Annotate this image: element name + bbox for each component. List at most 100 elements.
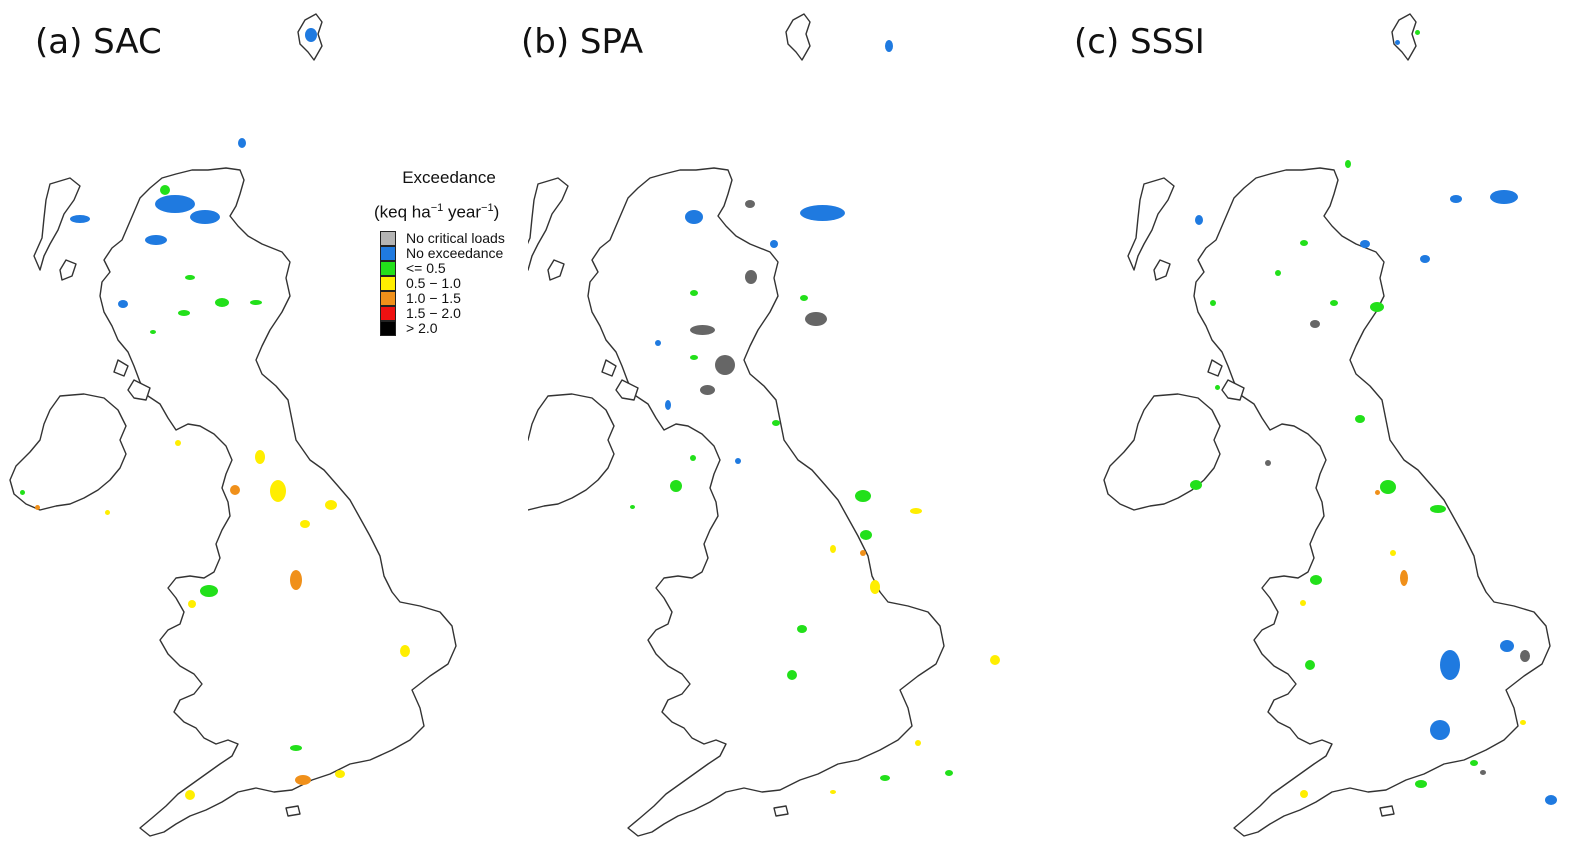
map-panel-spa: (b) SPA <box>521 0 1056 857</box>
exceedance-area <box>1345 160 1351 168</box>
legend-swatch <box>380 275 396 291</box>
legend-label: 0.5 − 1.0 <box>406 274 461 291</box>
panel-title-sac: (a) SAC <box>35 22 162 62</box>
panel-title-sssi: (c) SSSI <box>1074 22 1205 62</box>
exceedance-area <box>145 235 167 245</box>
exceedance-area <box>1195 215 1203 225</box>
exceedance-area <box>880 775 890 781</box>
legend-units: (keq ha−1 year−1) <box>374 202 500 222</box>
exceedance-area <box>1440 650 1460 680</box>
exceedance-area <box>1375 490 1380 495</box>
island-outline <box>601 359 617 377</box>
exceedance-area <box>745 200 755 208</box>
exceedance-area <box>1265 460 1271 466</box>
exceedance-area <box>1310 575 1322 585</box>
exceedance-area <box>1390 550 1396 556</box>
exceedance-area <box>690 325 715 335</box>
island-outline <box>33 177 81 271</box>
exceedance-area <box>1430 720 1450 740</box>
exceedance-area <box>290 570 302 590</box>
exceedance-area <box>178 310 190 316</box>
legend-item: 0.5 − 1.0 <box>380 274 540 291</box>
exceedance-area <box>787 670 797 680</box>
exceedance-area <box>325 500 337 510</box>
exceedance-area <box>860 550 866 556</box>
exceedance-area <box>1210 300 1216 306</box>
exceedance-area <box>830 790 836 794</box>
exceedance-area <box>1490 190 1518 204</box>
exceedance-area <box>1300 790 1308 798</box>
exceedance-area <box>800 295 808 301</box>
exceedance-area <box>190 210 220 224</box>
island-outline <box>113 359 129 377</box>
legend-item: 1.0 − 1.5 <box>380 289 540 306</box>
exceedance-area <box>655 340 661 346</box>
exceedance-area <box>830 545 836 553</box>
exceedance-area <box>772 420 780 426</box>
exceedance-area <box>885 40 893 52</box>
exceedance-area <box>1300 600 1306 606</box>
island-outline <box>127 379 151 401</box>
legend-items: No critical loads No exceedance <= 0.5 0… <box>380 230 540 336</box>
exceedance-area <box>910 508 922 514</box>
exceedance-area <box>160 185 170 195</box>
exceedance-area <box>1310 320 1320 328</box>
exceedance-area <box>1190 480 1202 490</box>
exceedance-area <box>1500 640 1514 652</box>
exceedance-area <box>1430 505 1446 513</box>
exceedance-area <box>230 485 240 495</box>
legend-swatch <box>380 245 396 261</box>
legend-label: No exceedance <box>406 244 504 261</box>
exceedance-area <box>215 298 229 307</box>
exceedance-area <box>860 530 872 540</box>
exceedance-area <box>238 138 246 148</box>
exceedance-area <box>735 458 741 464</box>
exceedance-area <box>155 195 195 213</box>
legend-swatch <box>380 260 396 276</box>
exceedance-area <box>685 210 703 224</box>
exceedance-area <box>700 385 715 395</box>
exceedance-area <box>1520 720 1526 725</box>
exceedance-area <box>855 490 871 502</box>
exceedance-area <box>1415 30 1420 35</box>
legend-label: <= 0.5 <box>406 259 446 276</box>
exceedance-area <box>945 770 953 776</box>
northern-ireland-outline <box>1103 393 1221 511</box>
exceedance-area <box>1330 300 1338 306</box>
exceedance-area <box>185 790 195 800</box>
island-outline <box>1221 379 1245 401</box>
exceedance-area <box>185 275 195 280</box>
exceedance-area <box>805 312 827 326</box>
exceedance-area <box>990 655 1000 665</box>
exceedance-area <box>150 330 156 334</box>
exceedance-area <box>1300 240 1308 246</box>
legend-label: 1.5 − 2.0 <box>406 304 461 321</box>
exceedance-area <box>70 215 90 223</box>
exceedance-area <box>1520 650 1530 662</box>
exceedance-area <box>690 355 698 360</box>
legend-label: > 2.0 <box>406 319 438 336</box>
map-panel-sac: (a) SAC <box>0 0 528 857</box>
exceedance-area <box>305 28 317 42</box>
exceedance-area <box>670 480 682 492</box>
legend-item: <= 0.5 <box>380 259 540 276</box>
exceedance-area <box>1420 255 1430 263</box>
island-outline <box>1391 13 1417 61</box>
exceedance-area <box>797 625 807 633</box>
exceedance-area <box>1355 415 1365 423</box>
exceedance-area <box>118 300 128 308</box>
exceedance-area <box>200 585 218 597</box>
great-britain-outline <box>587 167 945 837</box>
exceedance-area <box>1545 795 1557 805</box>
exceedance-area <box>295 775 311 785</box>
legend-label: 1.0 − 1.5 <box>406 289 461 306</box>
island-outline <box>615 379 639 401</box>
exceedance-area <box>1400 570 1408 586</box>
exceedance-area <box>870 580 880 594</box>
legend-item: > 2.0 <box>380 319 540 336</box>
legend-swatch <box>380 305 396 321</box>
exceedance-area <box>250 300 262 305</box>
island-outline <box>1127 177 1175 271</box>
island-outline <box>1379 805 1395 817</box>
exceedance-area <box>105 510 110 515</box>
